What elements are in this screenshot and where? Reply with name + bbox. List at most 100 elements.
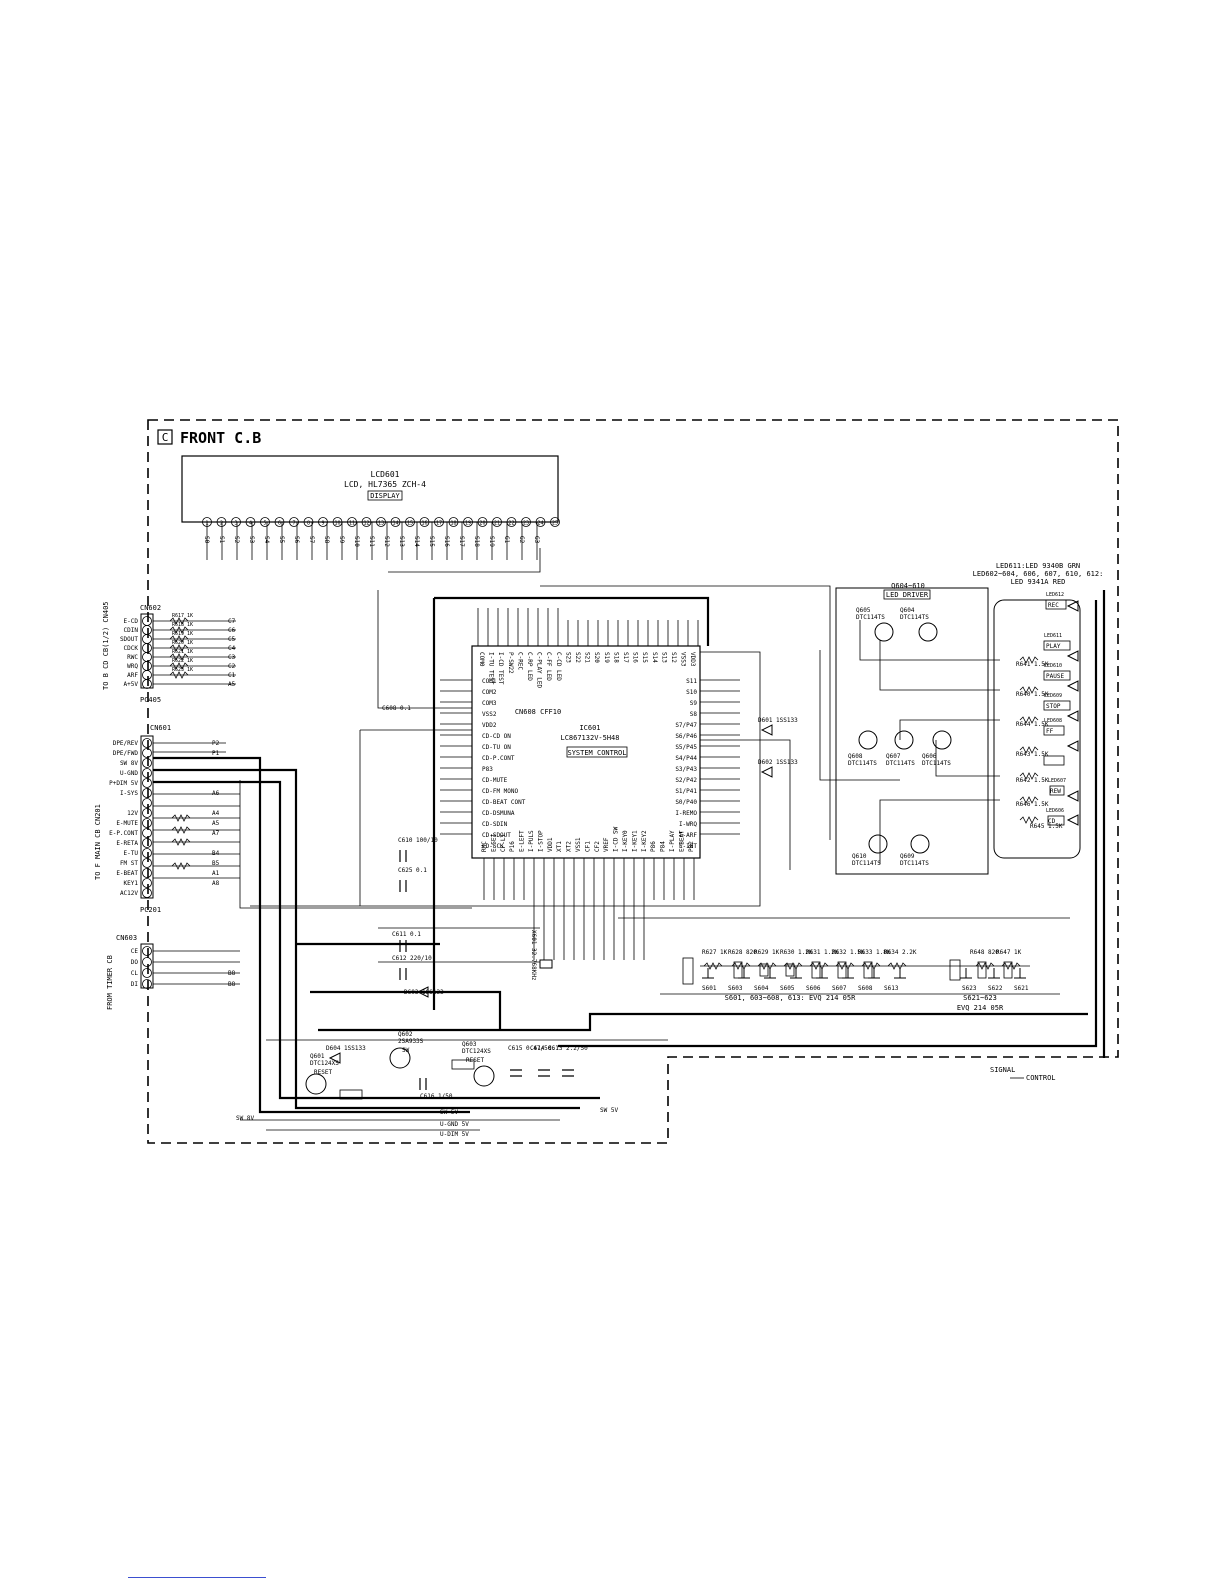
switch-caption-1: S601, 603~608, 613: EVQ 214 05R [725, 994, 856, 1002]
cn603-pin-label: DI [131, 981, 139, 988]
lcd-segment-label: S0 [203, 536, 210, 544]
capacitor-label: C615 0.47/50 [508, 1045, 552, 1052]
capacitor-label: C610 100/10 [398, 837, 438, 844]
switch-key: S621 [1014, 985, 1029, 992]
lcd-pin-number: 15 [407, 521, 413, 527]
transistor-part: DTC124XS [462, 1048, 491, 1055]
switch-part-2: EVQ 214 05R [957, 1004, 1004, 1012]
led-resistor: R643 1.5K [1016, 751, 1049, 758]
ic-top-pin-label: P-SW22 [507, 652, 514, 674]
ic-left-pin-label: CD-TU ON [482, 744, 511, 751]
lcd-segment-label: G1 [503, 536, 510, 544]
ic-right-pin-label: I-REMO [675, 810, 697, 817]
cn601-net-label: A4 [212, 810, 220, 817]
cn602-label: TO B CD CB(1/2) CN405 [102, 601, 110, 690]
ic-body [471, 645, 701, 859]
lcd-pin-number: 24 [537, 521, 543, 527]
ic-bottom-pin-label: CF1 [584, 841, 591, 852]
ic-left-pin-label: CD-SCK [482, 843, 504, 850]
ic-top-pin-label: S18 [612, 652, 619, 663]
ic-bottom-pin-label: CF-LT [500, 834, 507, 852]
cn601-pin [142, 868, 152, 878]
ic-top-pin-label: VSS3 [680, 652, 687, 667]
lcd-pin-number: 21 [494, 521, 500, 527]
ic-bottom-pin-label: P84 [660, 841, 667, 852]
rail-label: SW 8V [236, 1115, 254, 1122]
cn602-net-label: C1 [228, 672, 236, 679]
lcd-pin [231, 517, 241, 527]
lcd-pin [245, 517, 256, 527]
cn601-pin-label: U-GND [120, 770, 138, 777]
cn601-pin [142, 858, 152, 868]
cn603-pin [142, 968, 152, 978]
cn602-pin [142, 652, 152, 662]
led-name: PLAY [1046, 643, 1061, 650]
lcd-segment-label: S8 [323, 536, 330, 544]
ic-name: SYSTEM CONTROL [567, 749, 626, 757]
cn602-pin-label: RWC [127, 654, 138, 661]
ic-left-pin-label: VDD2 [482, 722, 497, 729]
led-name: REW [1050, 788, 1061, 795]
transistor-part: DTC124XS [310, 1060, 339, 1067]
transistor-part: DTC114TS [900, 860, 929, 867]
section-box [157, 429, 173, 445]
resistor-symbols [169, 617, 1039, 970]
ic-bottom-pin-label: P86 [650, 841, 657, 852]
rail-label: U-DIM 5V [440, 1131, 469, 1138]
lcd-pin-number: 10 [334, 521, 340, 527]
cn601-pin-label: 12V [127, 810, 138, 817]
ic-left-pin-label: CD-FM MONO [482, 788, 519, 795]
switch-key: S604 [754, 985, 769, 992]
capacitor-label: C625 0.1 [398, 867, 427, 874]
cn602-resistor-label: R618 1K [172, 622, 193, 628]
capacitor-label: C608 0.1 [382, 705, 411, 712]
cn601-pin-label: KEY1 [124, 880, 139, 887]
led-name: PAUSE [1046, 673, 1064, 680]
switch-resistor: R628 820 [728, 949, 757, 956]
led-note-1: LED611:LED 9340B GRN [996, 562, 1080, 570]
lcd-segment-label: S13 [398, 536, 405, 547]
led-driver-title: Q604~610 [891, 582, 925, 590]
transistor-part: 2SA933S [398, 1038, 424, 1045]
lcd-pin [332, 517, 343, 527]
cn602-resistor-label: R621 1K [172, 649, 193, 655]
rail-label: SW 5V [440, 1109, 458, 1116]
lcd-pin-number: 16 [421, 521, 427, 527]
lcd-pin [274, 517, 285, 527]
led-ref: LED608 [1044, 718, 1062, 724]
lcd-pin [419, 517, 430, 527]
cn601-net-label: A5 [212, 820, 220, 827]
switch-resistor: R632 1.5K [832, 949, 865, 956]
capacitor-label: C612 220/10 [392, 955, 432, 962]
lcd-segment-label: S3 [248, 536, 255, 544]
cn601-net-label: P2 [212, 740, 220, 747]
transistor-part: DTC114TS [900, 614, 929, 621]
ic-left-pin-label: CD-SDOUT [482, 832, 511, 839]
switch-key: S603 [728, 985, 743, 992]
lcd-segment-label: S18 [473, 536, 480, 547]
switch-key: S608 [858, 985, 873, 992]
capacitor-label: C614 0.1 [530, 1045, 559, 1052]
cn602-resistor-label: R622 1K [172, 658, 193, 664]
lcd-pin [361, 517, 372, 527]
cn602-net-label: C7 [228, 618, 236, 625]
ic-top-pin-label: C-REC [516, 652, 523, 670]
lcd-segment-label: S10 [353, 536, 360, 547]
cn603-pin-label: CL [131, 970, 139, 977]
cn601-net-label: B4 [212, 850, 220, 857]
ic-top-pin-label: S12 [670, 652, 677, 663]
lcd-pin [434, 517, 444, 527]
cn601-pin [142, 738, 152, 748]
transistor-name: RESET [466, 1057, 484, 1064]
transistor-ref: Q606 [922, 753, 937, 760]
cn601-pin [142, 788, 152, 798]
cn602-plug: PC405 [140, 696, 161, 704]
ic-bottom-pin-label: I-STOP [537, 830, 544, 852]
ic-top-pin-label: I-CD TEST [497, 652, 504, 685]
lcd-pin-number: 20 [479, 521, 485, 527]
cn601-pin [142, 778, 152, 788]
transistor-part: DTC114TS [886, 760, 915, 767]
ic-top-pin-label: S22 [574, 652, 581, 663]
